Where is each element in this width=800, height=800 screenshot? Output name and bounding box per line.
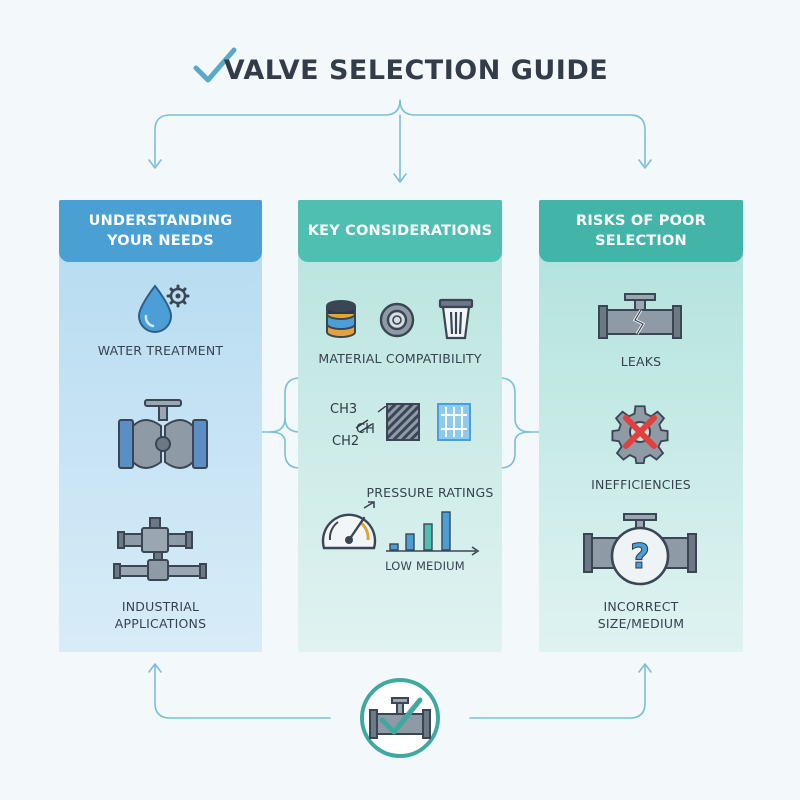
hatched-material-icon <box>386 403 420 441</box>
label-incorrect-size-medium: INCORRECT SIZE/MEDIUM <box>597 599 685 631</box>
pipe-valves-icon <box>113 517 207 581</box>
pressure-gauge-icon <box>321 501 377 550</box>
material-samples-icon <box>326 298 474 340</box>
butterfly-valve-icon <box>118 399 208 469</box>
mesh-material-icon <box>437 403 471 441</box>
panel-key-considerations: KEY CONSIDERATIONS <box>298 200 502 652</box>
label-pressure-ratings: PRESSURE RATINGS <box>366 485 494 500</box>
label-leaks: LEAKS <box>620 354 662 369</box>
label-water-treatment: WATER TREATMENT <box>97 343 224 358</box>
label-industrial-applications: INDUSTRIAL APPLICATIONS <box>114 599 207 631</box>
bar-chart-icon <box>386 511 480 556</box>
top-connector <box>154 99 646 166</box>
label-inefficiencies: INEFFICIENCIES <box>591 477 691 492</box>
panel-heading: KEY CONSIDERATIONS <box>298 200 502 262</box>
page-title: VALVE SELECTION GUIDE <box>223 54 609 86</box>
water-drop-gear-icon <box>137 284 190 333</box>
gear-x-icon <box>611 405 669 464</box>
chem-ch2: CH2 <box>332 434 360 449</box>
middle-left-connector <box>231 377 341 433</box>
bottom-right-connector <box>469 664 646 719</box>
question-valve-icon: ? <box>583 513 697 586</box>
title-bar: VALVE SELECTION GUIDE <box>0 47 800 92</box>
middle-right-connector <box>459 377 571 433</box>
chem-ch3: CH3 <box>330 402 358 417</box>
label-low-medium: LOW MEDIUM <box>385 559 465 573</box>
label-material-compatibility: MATERIAL COMPATIBILITY <box>318 351 482 366</box>
cracked-pipe-icon <box>598 293 682 339</box>
valve-check-icon <box>360 678 440 758</box>
bottom-left-connector <box>154 664 331 719</box>
panel-heading: UNDERSTANDING YOUR NEEDS <box>59 200 262 262</box>
svg-text:?: ? <box>630 537 650 577</box>
panel-heading: RISKS OF POOR SELECTION <box>539 200 743 262</box>
checkmark-icon <box>193 47 237 83</box>
chemical-formula-icon: CH3 CH CH2 <box>330 400 390 456</box>
